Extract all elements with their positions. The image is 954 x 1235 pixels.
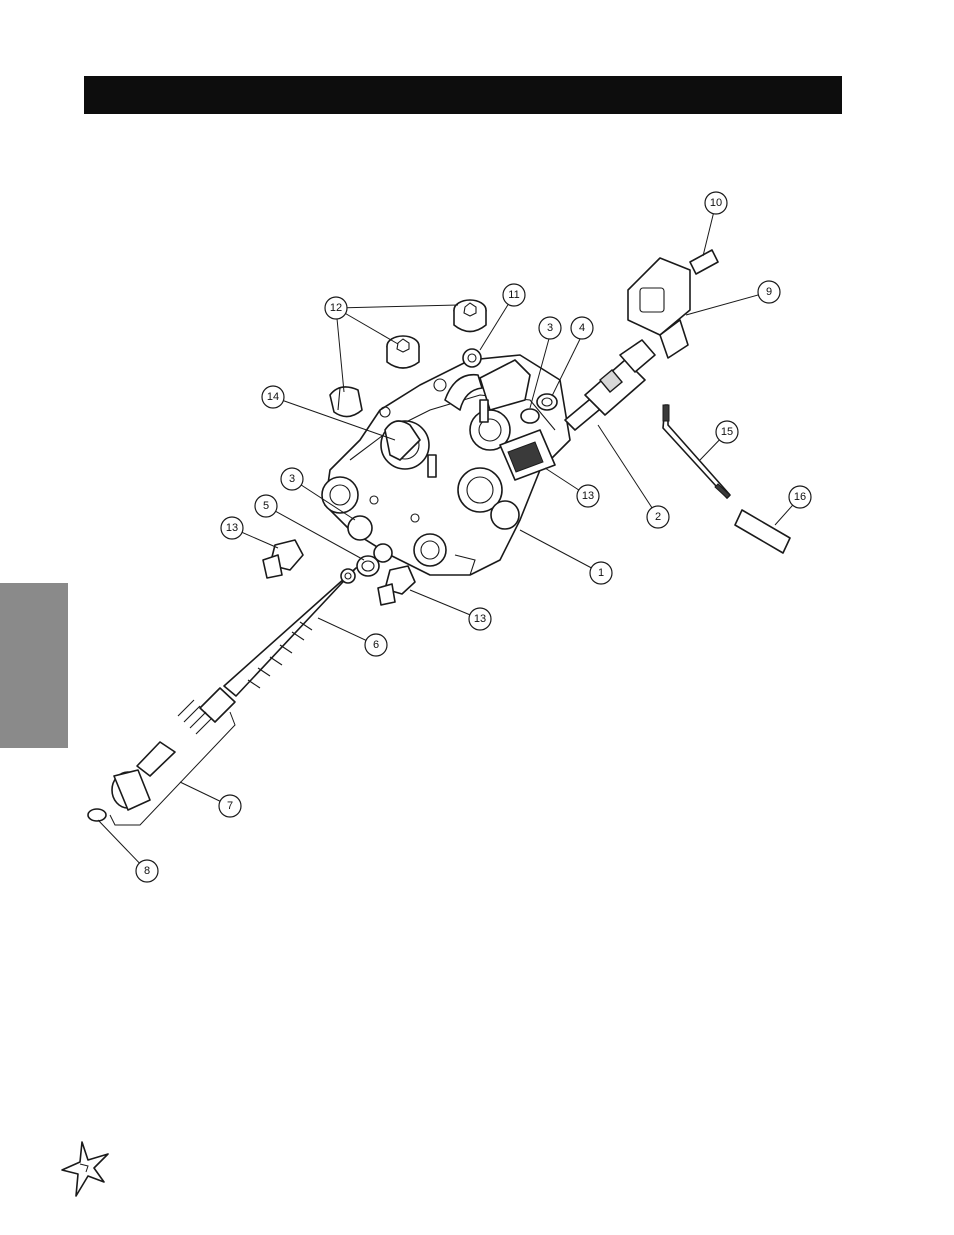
callout-13a-label: 13: [226, 522, 238, 534]
callout-4-label: 4: [579, 322, 585, 334]
callout-12-label: 12: [330, 302, 342, 314]
callout-15: 15: [716, 421, 738, 443]
callout-2-label: 2: [655, 511, 661, 523]
starburst-logo-icon: [62, 1142, 108, 1196]
callout-10: 10: [705, 192, 727, 214]
callout-5: 5: [255, 495, 277, 517]
callout-10-label: 10: [710, 197, 722, 209]
spring-assembly: [88, 688, 235, 821]
callout-16-label: 16: [794, 491, 806, 503]
callout-13c-label: 13: [582, 490, 594, 502]
cartridge-valve: [565, 340, 655, 430]
callout-16: 16: [789, 486, 811, 508]
callout-13a: 13: [221, 517, 243, 539]
callout-5-label: 5: [263, 500, 269, 512]
callout-8-label: 8: [144, 865, 150, 877]
callout-3a: 3: [539, 317, 561, 339]
callout-13c: 13: [577, 485, 599, 507]
callout-6-label: 6: [373, 639, 379, 651]
fitting-13-bottom: [378, 566, 415, 605]
callout-7-label: 7: [227, 800, 233, 812]
callout-14: 14: [262, 386, 284, 408]
callout-7: 7: [219, 795, 241, 817]
callout-4: 4: [571, 317, 593, 339]
callout-1-label: 1: [598, 567, 604, 579]
hex-key: [663, 405, 730, 498]
callout-6: 6: [365, 634, 387, 656]
callout-13b: 13: [469, 608, 491, 630]
callout-15-label: 15: [721, 426, 733, 438]
sleeve-16: [735, 510, 790, 553]
callout-14-label: 14: [267, 391, 279, 403]
valve-body: [322, 355, 570, 575]
callout-1: 1: [590, 562, 612, 584]
spool: [224, 568, 356, 696]
callout-9-label: 9: [766, 286, 772, 298]
callout-13b-label: 13: [474, 613, 486, 625]
callout-3b-label: 3: [289, 473, 295, 485]
fitting-13-left: [263, 540, 303, 578]
callout-9: 9: [758, 281, 780, 303]
callout-11: 11: [503, 284, 525, 306]
callout-8: 8: [136, 860, 158, 882]
callout-2: 2: [647, 506, 669, 528]
callout-3a-label: 3: [547, 322, 553, 334]
callout-11-label: 11: [508, 289, 519, 301]
callout-3b: 3: [281, 468, 303, 490]
callout-12: 12: [325, 297, 347, 319]
